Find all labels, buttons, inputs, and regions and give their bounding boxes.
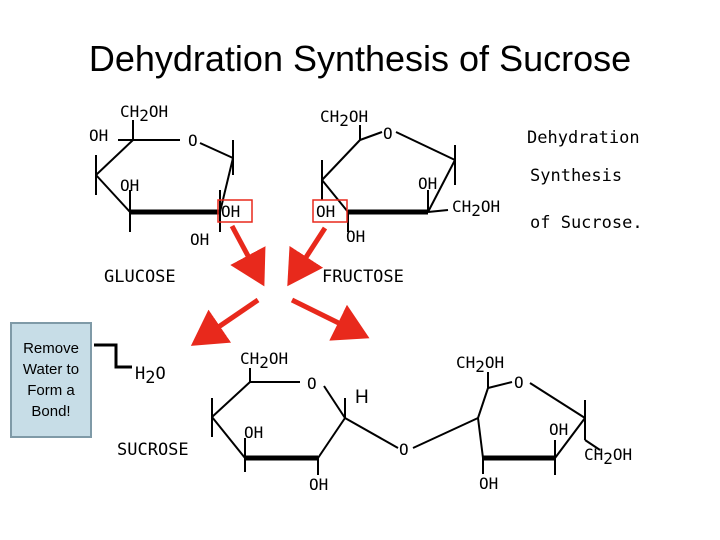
fructose-ring-bonds (321, 125, 456, 232)
glucose-oh-inner: OH (120, 176, 139, 195)
sucrose-fructose-ch2oh-top: CH2OH (456, 353, 504, 376)
sucrose-h-label: H (355, 387, 369, 408)
arrow-sucrose-out (290, 297, 370, 341)
glucose-oh-right-boxed: OH (221, 202, 240, 221)
sucrose-glucose-ch2oh: CH2OH (240, 349, 288, 372)
arrow-glucose-in (229, 224, 266, 287)
callout-connector (94, 343, 132, 369)
sucrose-fructose-ring-oxygen: O (514, 373, 524, 392)
sucrose-glucose-oh-bottom: OH (309, 475, 328, 494)
remove-water-callout: Remove Water to Form a Bond! (10, 322, 92, 438)
fructose-label: FRUCTOSE (322, 267, 404, 287)
sucrose-molecule: CH2OH O OH OH H O (117, 349, 632, 494)
glucose-oh-highlight-box (217, 199, 253, 223)
water-label: H2O (135, 364, 166, 388)
fructose-oh-bottom: OH (346, 227, 365, 246)
sucrose-fructose-ring-bonds (477, 372, 601, 475)
glucose-label: GLUCOSE (104, 267, 176, 287)
caption-line-1: Dehydration (527, 128, 640, 148)
glucose-molecule: CH2OH OH O OH OH OH GLUCOSE (89, 102, 253, 287)
sucrose-glucose-ring-oxygen: O (307, 374, 317, 393)
fructose-oh-left-boxed: OH (316, 202, 335, 221)
reaction-arrows (190, 224, 370, 346)
fructose-ring-oxygen: O (383, 124, 393, 143)
sucrose-glucose-ring-bonds (211, 368, 346, 475)
fructose-molecule: CH2OH O OH OH CH2OH OH FRUCTOSE (312, 107, 500, 287)
glycosidic-bond (344, 417, 479, 449)
arrow-water-out (190, 297, 260, 346)
caption-line-2: Synthesis (530, 166, 622, 186)
glucose-oh-top-left: OH (89, 126, 108, 145)
arrow-fructose-in (287, 226, 328, 287)
sucrose-bridge-oxygen: O (399, 440, 409, 459)
sucrose-fructose-oh-right: OH (549, 420, 568, 439)
diagram-caption: Dehydration Synthesis of Sucrose. (527, 128, 643, 233)
callout-text: Remove Water to Form a Bond! (22, 340, 80, 420)
fructose-ch2oh-top: CH2OH (320, 107, 368, 130)
slide-title: Dehydration Synthesis of Sucrose (88, 38, 632, 79)
sucrose-fructose-oh-bottom: OH (479, 474, 498, 493)
glucose-ch2oh-label: CH2OH (120, 102, 168, 125)
fructose-ch2oh-right: CH2OH (452, 197, 500, 220)
fructose-oh-right: OH (418, 174, 437, 193)
caption-line-3: of Sucrose. (530, 213, 643, 233)
sucrose-fructose-ch2oh-right: CH2OH (584, 445, 632, 468)
glucose-ring-oxygen: O (188, 131, 198, 150)
sucrose-glucose-oh-inner: OH (244, 423, 263, 442)
glucose-oh-bottom: OH (190, 230, 209, 249)
glucose-ring-bonds (95, 120, 234, 232)
fructose-oh-highlight-box (312, 199, 348, 223)
sucrose-label: SUCROSE (117, 440, 189, 460)
